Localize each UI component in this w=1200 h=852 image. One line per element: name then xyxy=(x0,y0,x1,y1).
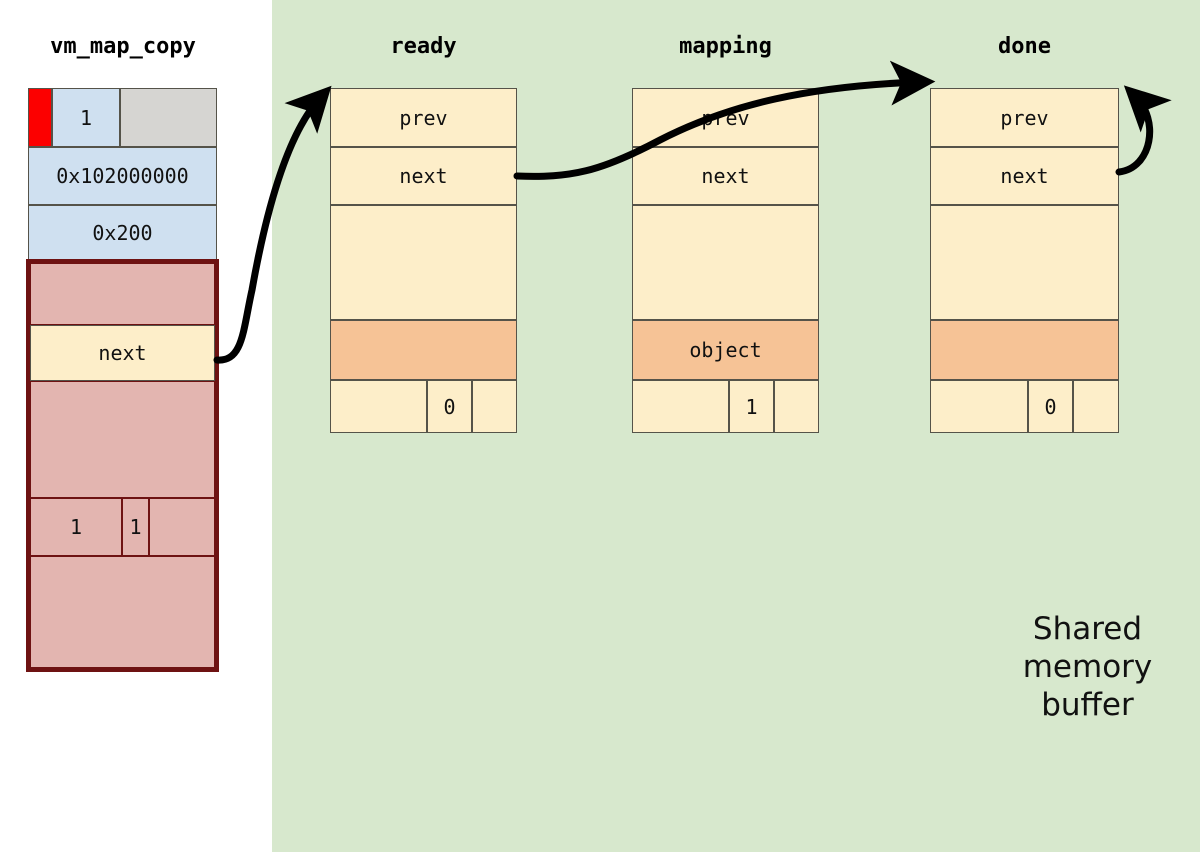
ready-next-row: next xyxy=(330,147,517,205)
done-body-row xyxy=(930,205,1119,320)
node-title-mapping: mapping xyxy=(679,34,772,59)
ready-body-cell xyxy=(330,205,517,320)
vm-map-copy-title: vm_map_copy xyxy=(50,34,196,59)
ready-object-cell xyxy=(330,320,517,380)
vm-map-copy-pad-mid-cell xyxy=(30,381,215,498)
vm-map-copy-flag-cell xyxy=(28,88,52,147)
vm-map-copy-size-row: 0x200 xyxy=(28,205,217,261)
node-title-ready: ready xyxy=(390,34,457,59)
mapping-object-cell: object xyxy=(632,320,819,380)
vm-map-copy-pad-top xyxy=(30,263,215,325)
mapping-footer-mid: 1 xyxy=(729,380,774,433)
mapping-next-cell: next xyxy=(632,147,819,205)
mapping-object-row: object xyxy=(632,320,819,380)
vm-map-copy-pad-mid xyxy=(30,381,215,498)
ready-next-cell: next xyxy=(330,147,517,205)
mapping-body-cell xyxy=(632,205,819,320)
mapping-body-row xyxy=(632,205,819,320)
done-footer-right xyxy=(1073,380,1119,433)
ready-footer-mid: 0 xyxy=(427,380,472,433)
ready-prev-cell: prev xyxy=(330,88,517,147)
vm-map-copy-counter-mid: 1 xyxy=(122,498,149,556)
done-prev-cell: prev xyxy=(930,88,1119,147)
vm-map-copy-spare-cell xyxy=(120,88,217,147)
vm-map-copy-pad-bottom-cell xyxy=(30,556,215,668)
vm-map-copy-next-cell: next xyxy=(30,325,215,381)
mapping-next-row: next xyxy=(632,147,819,205)
done-next-row: next xyxy=(930,147,1119,205)
done-object-row xyxy=(930,320,1119,380)
node-title-done: done xyxy=(998,34,1051,59)
done-body-cell xyxy=(930,205,1119,320)
vm-map-copy-address-row: 0x102000000 xyxy=(28,147,217,205)
done-footer-row: 0 xyxy=(930,380,1119,433)
ready-object-row xyxy=(330,320,517,380)
done-prev-row: prev xyxy=(930,88,1119,147)
vm-map-copy-next-row: next xyxy=(30,325,215,381)
vm-map-copy-pad-bottom xyxy=(30,556,215,668)
done-footer-left xyxy=(930,380,1028,433)
ready-footer-right xyxy=(472,380,517,433)
mapping-footer-right xyxy=(774,380,819,433)
vm-map-copy-count-cell: 1 xyxy=(52,88,120,147)
mapping-footer-left xyxy=(632,380,729,433)
ready-prev-row: prev xyxy=(330,88,517,147)
shared-memory-caption: Shared memory buffer xyxy=(1022,611,1153,723)
vm-map-copy-counters-row: 1 1 xyxy=(30,498,215,556)
ready-body-row xyxy=(330,205,517,320)
vm-map-copy-pad-top-cell xyxy=(30,263,215,325)
vm-map-copy-flag-row: 1 xyxy=(28,88,217,147)
mapping-prev-row: prev xyxy=(632,88,819,147)
done-object-cell xyxy=(930,320,1119,380)
vm-map-copy-counter-left: 1 xyxy=(30,498,122,556)
vm-map-copy-size-cell: 0x200 xyxy=(28,205,217,261)
mapping-prev-cell: prev xyxy=(632,88,819,147)
vm-map-copy-kdata-block: next 1 1 xyxy=(26,259,219,672)
done-next-cell: next xyxy=(930,147,1119,205)
ready-footer-left xyxy=(330,380,427,433)
vm-map-copy-address-cell: 0x102000000 xyxy=(28,147,217,205)
done-footer-mid: 0 xyxy=(1028,380,1073,433)
mapping-footer-row: 1 xyxy=(632,380,819,433)
ready-footer-row: 0 xyxy=(330,380,517,433)
vm-map-copy-counter-right xyxy=(149,498,215,556)
